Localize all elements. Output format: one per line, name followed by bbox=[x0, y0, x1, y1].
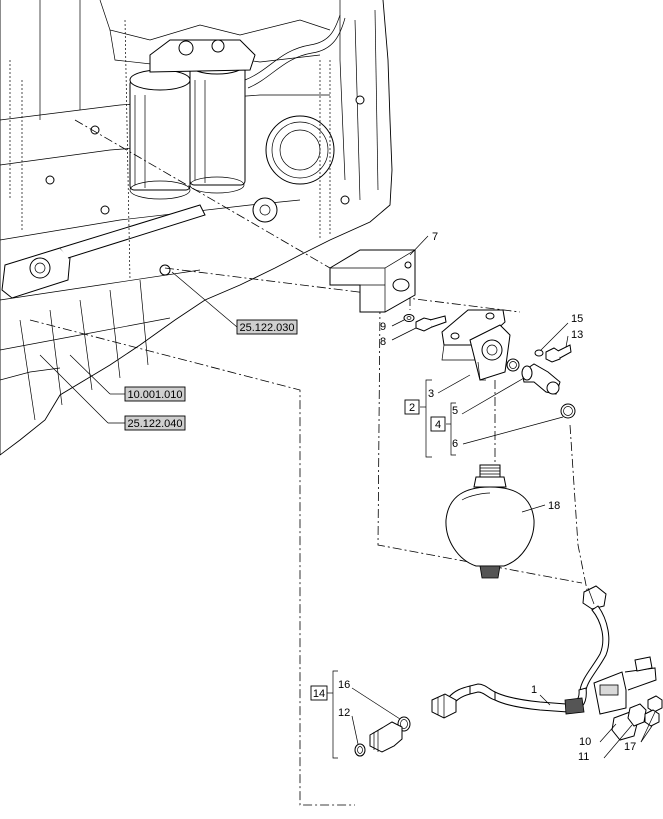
washer-part-13: 15 bbox=[534, 313, 583, 357]
group-bracket-14: 14 bbox=[310, 670, 338, 759]
callout-label: 11 bbox=[578, 751, 589, 763]
phantom-connection-lines bbox=[29, 119, 589, 806]
nut-part-18: 17 bbox=[624, 695, 663, 753]
o-ring-part-6: 6 bbox=[452, 403, 576, 450]
reference-label: 25.122.040 bbox=[127, 418, 182, 430]
callout-label: 13 bbox=[571, 329, 583, 341]
reference-box-1: 25.122.030 bbox=[171, 271, 298, 335]
reference-box-2: 10.001.010 bbox=[69, 354, 186, 402]
callout-label: 10 bbox=[579, 736, 591, 748]
callout-label: 6 bbox=[452, 438, 458, 450]
group-bracket-4: 4 bbox=[430, 402, 456, 456]
o-ring-part-15: 12 bbox=[338, 707, 366, 757]
o-ring-part-5 bbox=[506, 358, 520, 372]
reference-label: 25.122.030 bbox=[239, 322, 294, 334]
valve-block-part-3: 3 bbox=[428, 309, 511, 400]
callout-label: 7 bbox=[432, 231, 438, 243]
group-bracket-2: 2 bbox=[404, 379, 432, 458]
callout-label: 15 bbox=[571, 313, 583, 325]
bracket-part-7: 7 bbox=[329, 231, 438, 313]
callout-label: 5 bbox=[452, 405, 458, 417]
callout-label: 16 bbox=[338, 679, 350, 691]
callout-label: 8 bbox=[380, 336, 386, 348]
callout-label: 17 bbox=[624, 741, 636, 753]
callout-label: 12 bbox=[338, 707, 350, 719]
group-label: 14 bbox=[313, 688, 325, 700]
reference-box-3: 25.122.040 bbox=[39, 354, 186, 431]
elbow-fitting: 5 bbox=[452, 363, 561, 417]
adapter-fitting bbox=[369, 721, 403, 753]
accumulator-part-17: 18 bbox=[445, 464, 560, 579]
group-label: 4 bbox=[435, 419, 441, 431]
callout-label: 18 bbox=[548, 500, 560, 512]
group-label: 2 bbox=[409, 402, 415, 414]
washer-part-9: 9 bbox=[380, 314, 415, 333]
reference-label: 10.001.010 bbox=[127, 389, 182, 401]
engine-illustration bbox=[0, 0, 393, 456]
screw-part-11: 11 bbox=[578, 703, 647, 763]
callout-label: 1 bbox=[531, 684, 537, 696]
bolt-part-12: 13 bbox=[545, 329, 583, 363]
callout-label: 3 bbox=[428, 388, 434, 400]
o-ring-part-16: 16 bbox=[338, 679, 411, 732]
hose-assembly-part-1: 1 bbox=[431, 585, 657, 719]
callout-label: 9 bbox=[380, 321, 386, 333]
bolt-part-8: 8 bbox=[380, 315, 447, 348]
